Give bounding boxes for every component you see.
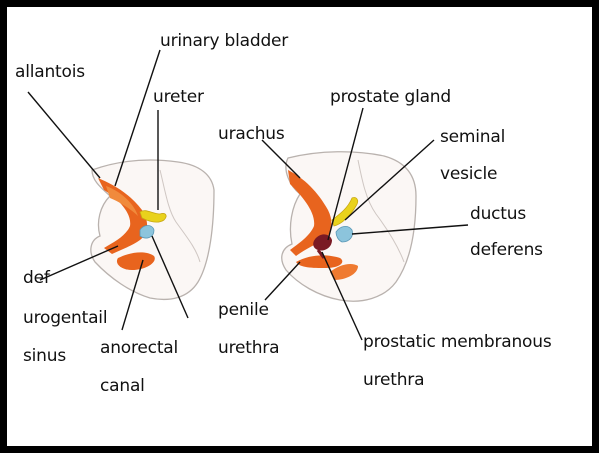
label-def: def xyxy=(23,268,50,288)
label-anorectal-canal-line2: canal xyxy=(100,376,145,396)
label-urogenital-sinus-line2: sinus xyxy=(23,346,66,366)
label-seminal-vesicle-line1: seminal xyxy=(440,127,505,147)
label-penile-urethra-line2: urethra xyxy=(218,338,279,358)
label-seminal-vesicle-line2: vesicle xyxy=(440,164,497,184)
leader-allantois xyxy=(28,92,100,178)
label-urogenital-sinus-line1: urogentail xyxy=(23,308,107,328)
label-allantois: allantois xyxy=(15,62,85,82)
left-embryo-drawing xyxy=(91,160,214,299)
label-anorectal-canal-line1: anorectal xyxy=(100,338,178,358)
label-urachus: urachus xyxy=(218,124,285,144)
label-ductus-deferens-line1: ductus xyxy=(470,204,526,224)
label-urinary-bladder: urinary bladder xyxy=(160,31,288,51)
label-prostate-gland: prostate gland xyxy=(330,87,451,107)
label-prostatic-membranous-urethra-line2: urethra xyxy=(363,370,424,390)
label-penile-urethra-line1: penile xyxy=(218,300,269,320)
leader-penile-urethra xyxy=(265,262,300,300)
label-prostatic-membranous-urethra-line1: prostatic membranous xyxy=(363,332,551,352)
label-ureter: ureter xyxy=(153,87,204,107)
label-ductus-deferens-line2: deferens xyxy=(470,240,543,260)
